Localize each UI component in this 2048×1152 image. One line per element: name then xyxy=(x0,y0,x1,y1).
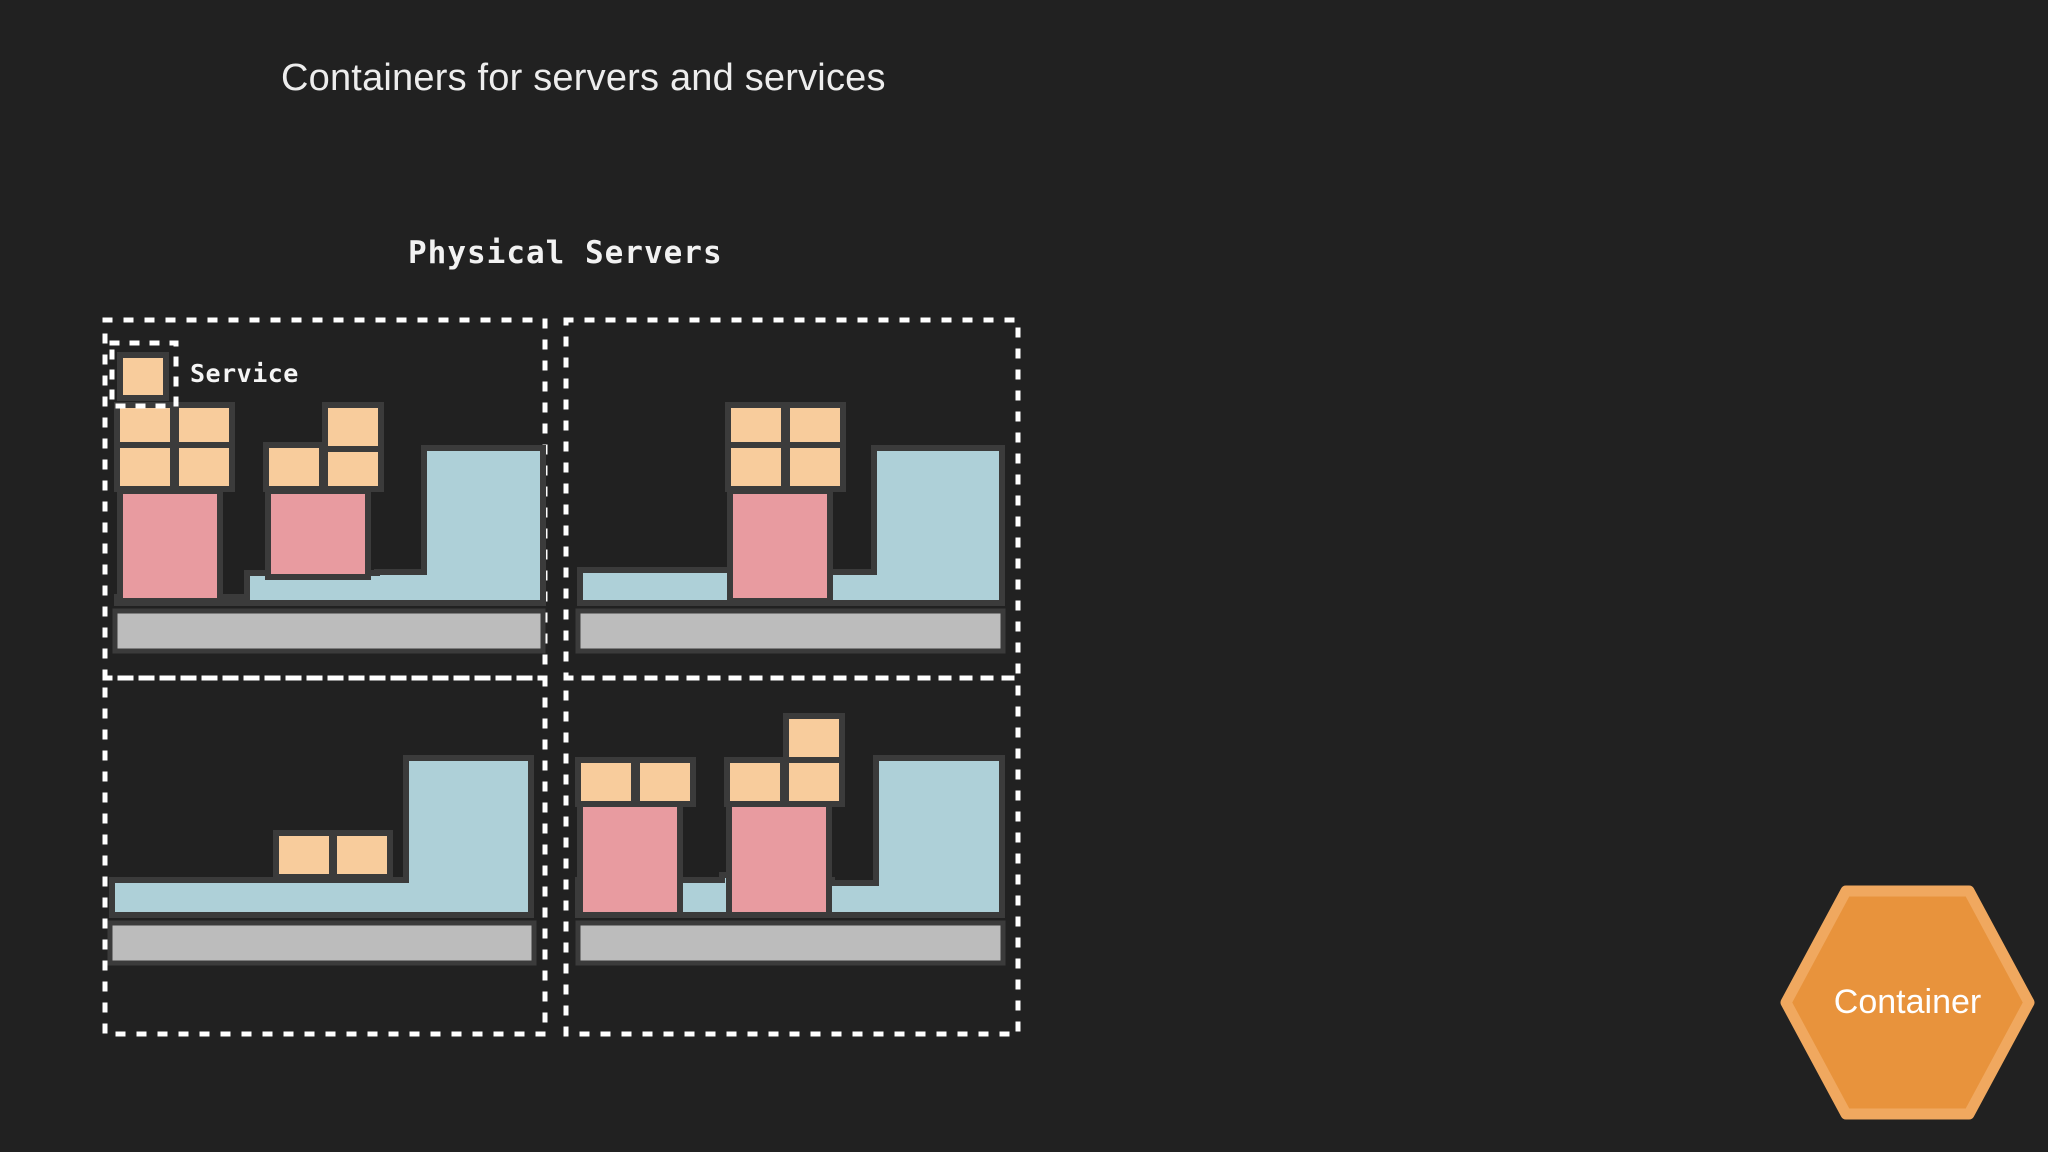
guest-os-block-1-top-right xyxy=(727,488,833,604)
service-box-top-left-4 xyxy=(173,442,235,492)
service-box-top-right-2 xyxy=(784,402,846,452)
hardware-bar-top-left xyxy=(112,608,546,654)
hypervisor-layer-top-left xyxy=(114,445,546,606)
guest-os-block-1-bottom-right xyxy=(577,800,683,918)
service-box-bottom-right-5 xyxy=(783,713,845,763)
guest-os-block-2-bottom-right xyxy=(726,800,832,918)
page-title: Containers for servers and services xyxy=(281,57,886,99)
guest-os-block-1-top-left xyxy=(117,488,223,604)
server-bottom-right xyxy=(575,713,1006,966)
service-box-top-left-5 xyxy=(263,442,325,492)
server-top-right xyxy=(575,402,1006,654)
container-hexagon[interactable] xyxy=(1780,885,2035,1120)
server-boundaries xyxy=(102,317,1021,1037)
service-box-top-right-3 xyxy=(725,442,787,492)
server-boundary-bottom-left xyxy=(102,675,548,1037)
service-box-bottom-left-2 xyxy=(331,830,393,880)
hardware-bar-bottom-left xyxy=(107,920,537,966)
service-box-top-left-7 xyxy=(322,402,384,452)
hardware-bar-top-right xyxy=(575,608,1006,654)
hexagon-shape xyxy=(1780,885,2035,1120)
service-box-top-right-4 xyxy=(784,442,846,492)
server-boundary-top-right xyxy=(563,317,1021,681)
service-box-top-left-2 xyxy=(173,402,235,452)
legend-service-label: Service xyxy=(190,359,299,388)
section-heading-physical-servers: Physical Servers xyxy=(408,235,723,271)
guest-os-block-2-top-left xyxy=(265,488,371,580)
legend-service-swatch xyxy=(117,352,169,401)
service-box-bottom-right-2 xyxy=(634,757,696,807)
service-box-top-left-3 xyxy=(114,442,176,492)
server-top-left xyxy=(109,340,546,654)
legend-outline xyxy=(109,340,179,409)
service-box-bottom-right-4 xyxy=(783,757,845,807)
hardware-bar-bottom-right xyxy=(575,920,1006,966)
server-bottom-left xyxy=(107,755,537,966)
hypervisor-layer-bottom-left xyxy=(109,755,534,918)
physical-servers-diagram xyxy=(102,317,1021,1037)
service-box-bottom-right-3 xyxy=(724,757,786,807)
service-box-bottom-right-1 xyxy=(575,757,637,807)
service-box-bottom-left-1 xyxy=(273,830,335,880)
server-boundary-bottom-right xyxy=(563,675,1021,1037)
